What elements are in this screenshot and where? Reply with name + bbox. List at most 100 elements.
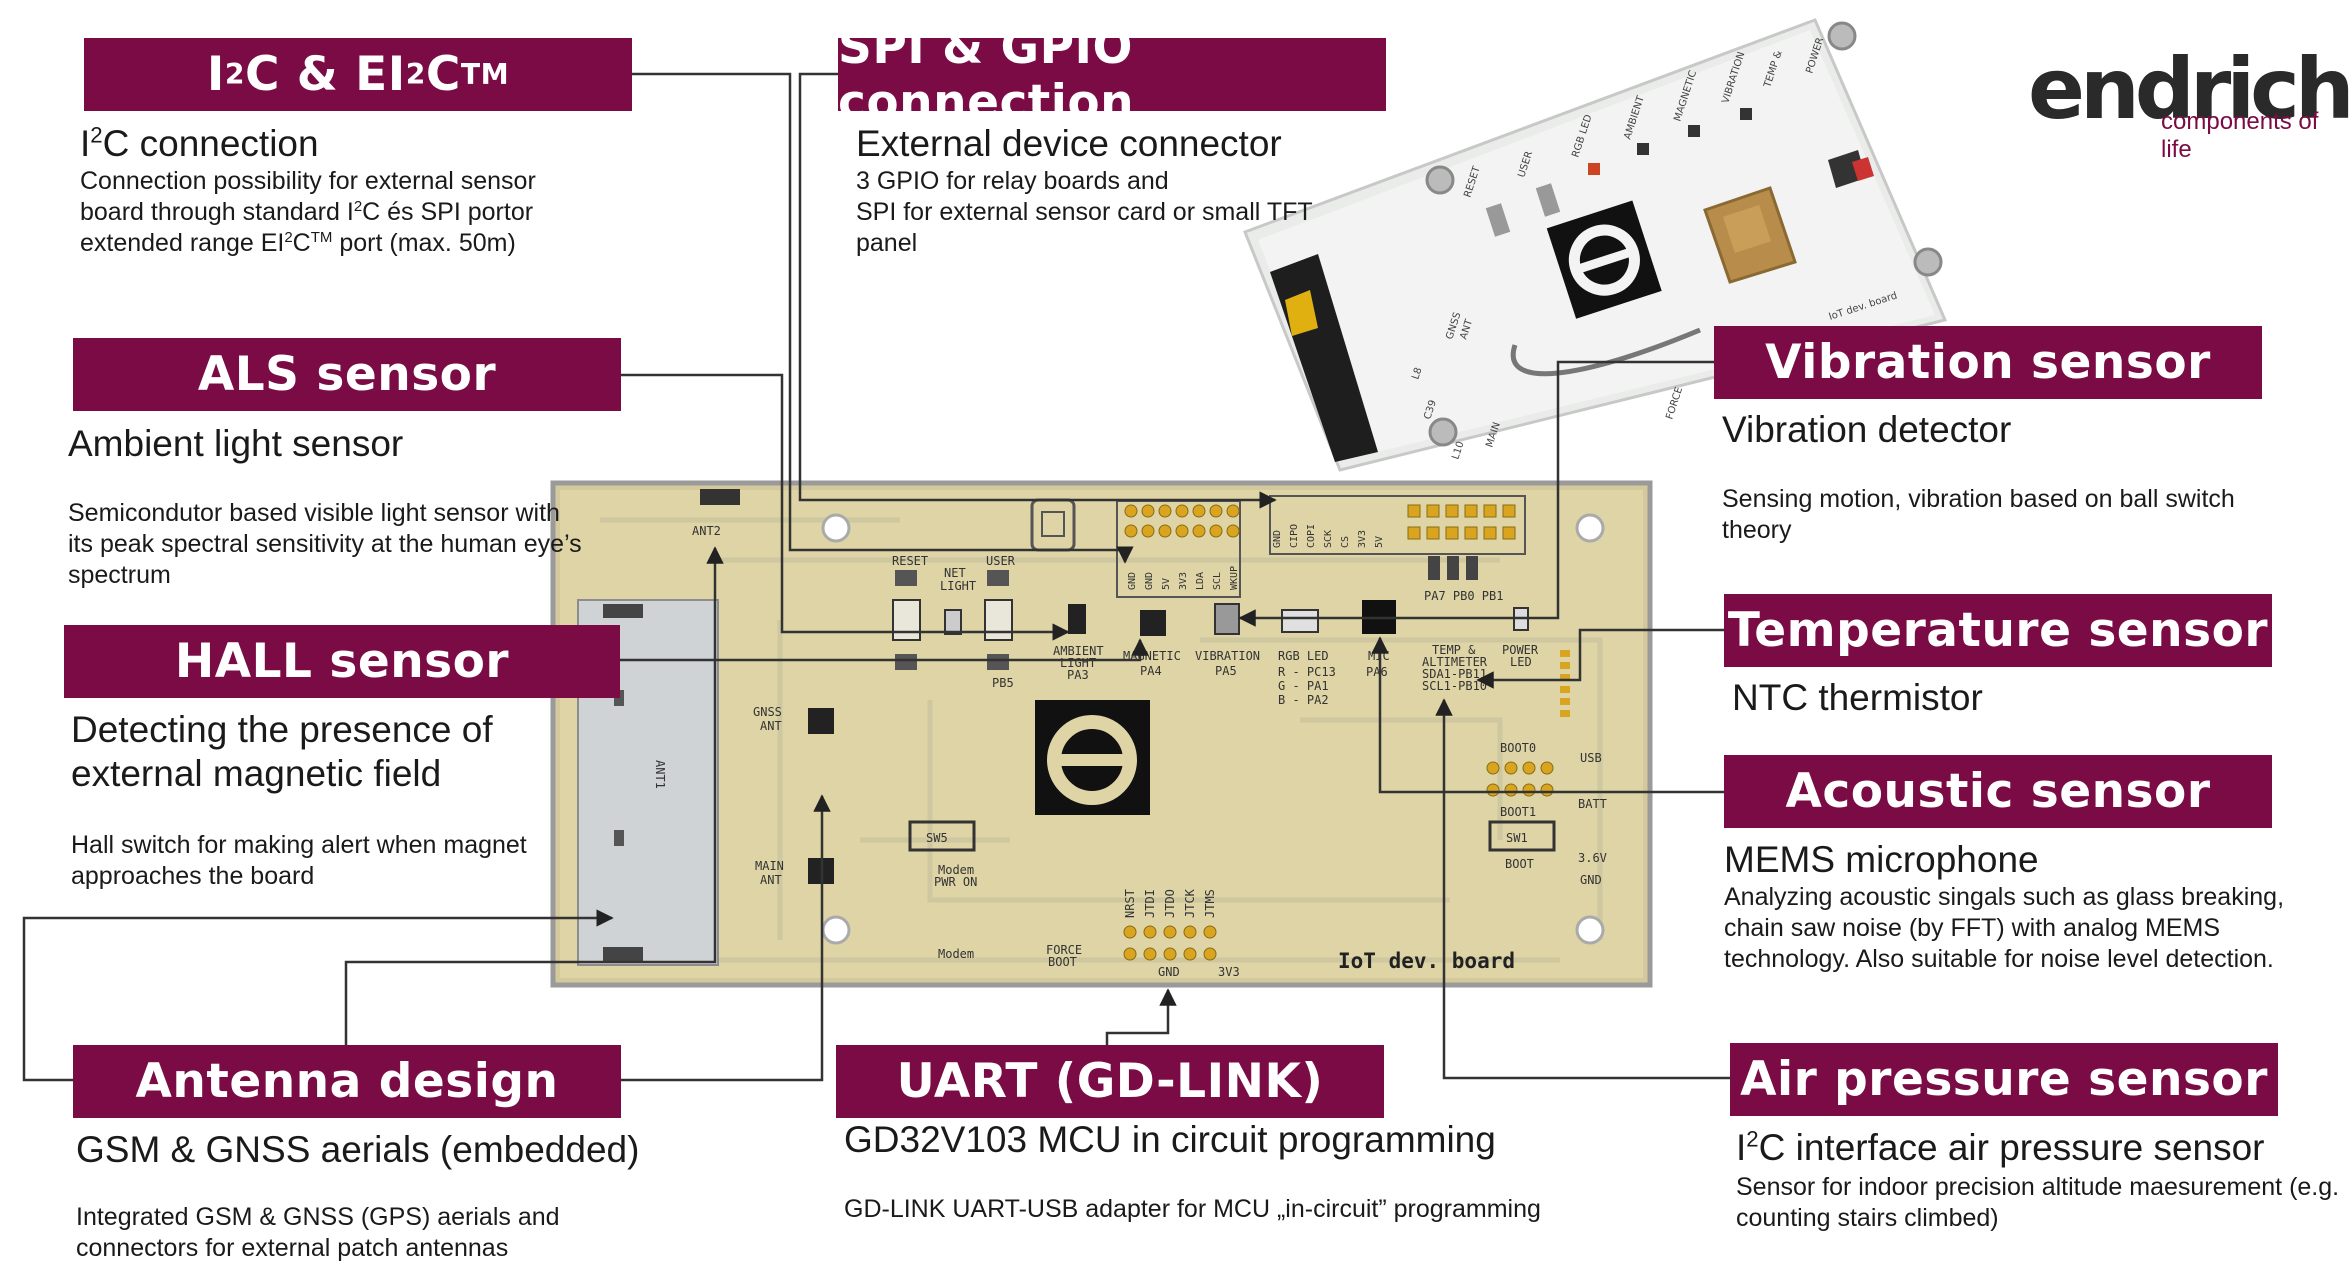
i2c-subtitle: I2C connection xyxy=(80,122,319,164)
photo-label-force: FORCE xyxy=(1664,386,1685,421)
acoustic-subtitle: MEMS microphone xyxy=(1724,839,2039,880)
silk-mic: MIC xyxy=(1368,649,1390,663)
silk-ant1: ANT1 xyxy=(653,760,667,789)
side-pin xyxy=(1560,662,1570,669)
spi-banner: SPI & GPIO connection xyxy=(838,20,1386,130)
boot-pin xyxy=(1522,783,1536,797)
silk-batt: BATT xyxy=(1578,797,1607,811)
silk-force: FORCE xyxy=(1046,943,1082,957)
header2-pin xyxy=(1407,504,1421,518)
header1-pin xyxy=(1209,524,1223,538)
boot-pin xyxy=(1504,761,1518,775)
silk-sw5: SW5 xyxy=(926,831,948,845)
silk-header2-label: CIPO xyxy=(1289,524,1300,548)
als-banner: ALS sensor xyxy=(73,338,621,411)
silk-pa4: PA4 xyxy=(1140,664,1162,678)
header2-pin xyxy=(1426,526,1440,540)
silk-main: MAIN xyxy=(755,859,784,873)
boot-pin xyxy=(1540,761,1554,775)
photo-logo xyxy=(1546,200,1662,319)
silk-header1-label: SCL xyxy=(1212,572,1223,590)
als-subtitle: Ambient light sensor xyxy=(68,423,404,464)
header2-pin xyxy=(1502,526,1516,540)
silk-boot1: BOOT1 xyxy=(1500,805,1536,819)
silk-gnss: GNSS xyxy=(753,705,782,719)
header1-pin xyxy=(1175,504,1189,518)
airpressure-banner: Air pressure sensor xyxy=(1730,1043,2278,1116)
silk-ant: ANT xyxy=(760,719,782,733)
side-pin xyxy=(1560,698,1570,705)
side-pin xyxy=(1560,686,1570,693)
silk-header1-label: GND xyxy=(1127,572,1138,590)
silk-header2-label: GND xyxy=(1272,530,1283,548)
silk-light: LIGHT xyxy=(940,579,976,593)
header2-pin xyxy=(1464,504,1478,518)
boot-pin xyxy=(1522,761,1536,775)
silk-pa6: PA6 xyxy=(1366,665,1388,679)
rgb-led-chip xyxy=(1281,609,1319,633)
silk-3v6: 3.6V xyxy=(1578,851,1607,865)
header1-pin xyxy=(1192,504,1206,518)
silk-ant2-label: ANT2 xyxy=(692,524,721,538)
acoustic-banner: Acoustic sensor xyxy=(1724,755,2272,828)
header2-pin xyxy=(1445,504,1459,518)
silk-rgb-g: G - PA1 xyxy=(1278,679,1329,693)
boot-pin xyxy=(1486,783,1500,797)
header2-pin xyxy=(1464,526,1478,540)
jtag-pin xyxy=(1163,925,1177,939)
silk-header1-label: 3V3 xyxy=(1178,572,1189,590)
silk-boot2: BOOT xyxy=(1048,955,1077,969)
als-description: Semicondutor based visible light sensor … xyxy=(68,499,582,589)
silk-boot0: BOOT0 xyxy=(1500,741,1536,755)
silk-vibration: VIBRATION xyxy=(1195,649,1260,663)
jtag-pin xyxy=(1183,925,1197,939)
jtag-pin xyxy=(1203,925,1217,939)
silk-rgb-b: B - PA2 xyxy=(1278,693,1329,707)
jtag-pin xyxy=(1163,947,1177,961)
jtag-pin xyxy=(1183,947,1197,961)
user-button-shape xyxy=(984,599,1013,641)
antenna-subtitle: GSM & GNSS aerials (embedded) xyxy=(76,1129,640,1170)
silk-pa3: PA3 xyxy=(1067,668,1089,682)
spi-description: 3 GPIO for relay boards and SPI for exte… xyxy=(856,167,1313,257)
board-name: IoT dev. board xyxy=(1338,949,1515,973)
silk-rgb: RGB LED xyxy=(1278,649,1329,663)
i2c-description: Connection possibility for external sens… xyxy=(80,167,536,257)
acoustic-description: Analyzing acoustic singals such as glass… xyxy=(1724,883,2285,973)
airpressure-subtitle: I2C interface air pressure sensor xyxy=(1736,1126,2265,1168)
header1-pin xyxy=(1175,524,1189,538)
silk-pwr-on: PWR ON xyxy=(934,875,977,889)
header1-pin xyxy=(1141,504,1155,518)
silk-modem2: Modem xyxy=(938,947,974,961)
side-pin xyxy=(1560,710,1570,717)
pcb-logo xyxy=(1035,700,1150,815)
vibration-sensor-chip xyxy=(1214,603,1240,635)
silk-user: USER xyxy=(986,554,1016,568)
vibration-subtitle: Vibration detector xyxy=(1722,409,2012,450)
header2-pin xyxy=(1407,526,1421,540)
silk-sw1: SW1 xyxy=(1506,831,1528,845)
silk-pa5: PA5 xyxy=(1215,664,1237,678)
antenna-description: Integrated GSM & GNSS (GPS) aerials and … xyxy=(76,1203,560,1262)
silk-ant2: ANT xyxy=(760,873,782,887)
silk-header1-label: 5V xyxy=(1161,578,1172,590)
side-pin xyxy=(1560,650,1570,657)
temperature-subtitle: NTC thermistor xyxy=(1732,677,1983,718)
als-sensor-chip xyxy=(1068,604,1086,634)
silk-usb: USB xyxy=(1580,751,1602,765)
antenna-banner: Antenna design xyxy=(73,1045,621,1118)
airpressure-description: Sensor for indoor precision altitude mae… xyxy=(1736,1173,2340,1232)
silk-jtag-label: JTMS xyxy=(1203,889,1217,918)
boot-pin xyxy=(1504,783,1518,797)
silk-header1-label: GND xyxy=(1144,572,1155,590)
brand-logo: endrich xyxy=(2028,40,2349,138)
hall-subtitle: Detecting the presence of external magne… xyxy=(71,709,493,794)
header1-pin xyxy=(1124,524,1138,538)
hall-description: Hall switch for making alert when magnet… xyxy=(71,831,527,890)
silk-pa7: PA7 PB0 PB1 xyxy=(1424,589,1503,603)
silk-jtag-label: JTCK xyxy=(1183,888,1197,918)
silk-jtag-label: NRST xyxy=(1123,889,1137,918)
silk-header2-label: COPI xyxy=(1306,524,1317,548)
header1-pin xyxy=(1158,524,1172,538)
